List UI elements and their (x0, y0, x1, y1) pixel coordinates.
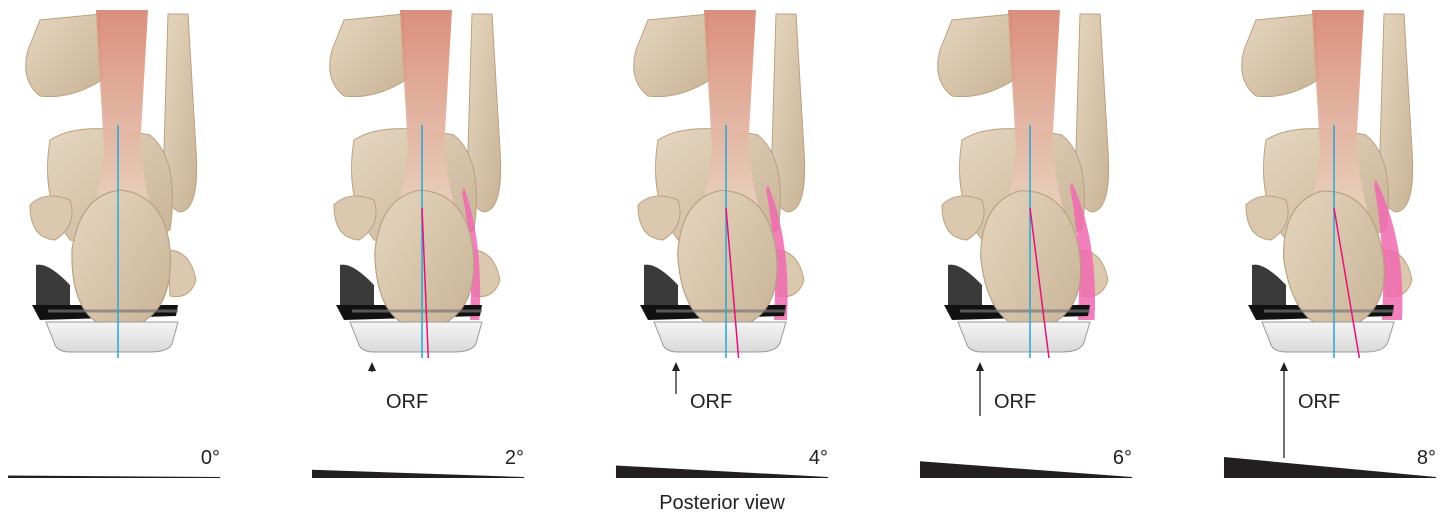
tarsal-bone (168, 250, 196, 297)
insole-wedge (1262, 322, 1394, 352)
orf-label: ORF (994, 391, 1036, 413)
tibia-bone (330, 14, 406, 97)
angle-label: 2° (505, 447, 524, 469)
insole-wedge (46, 322, 178, 352)
angle-label: 8° (1417, 447, 1436, 469)
orf-arrowhead (976, 362, 984, 371)
angle-label: 4° (809, 447, 828, 469)
wedge-shape (616, 466, 828, 479)
tibia-bone (938, 14, 1014, 97)
figure-caption: Posterior view (659, 492, 785, 514)
orf-arrowhead (368, 362, 376, 371)
angle-label: 6° (1113, 447, 1132, 469)
orf-arrowhead (1280, 362, 1288, 371)
wedge-shape (1224, 457, 1436, 478)
calcaneus-bone (72, 190, 170, 330)
calcaneus-group (72, 190, 170, 330)
insole-wedge (350, 322, 482, 352)
tibia-bone (1242, 14, 1318, 97)
angle-label: 0° (201, 447, 220, 469)
tibia-bone (634, 14, 710, 97)
orf-label: ORF (386, 391, 428, 413)
insole-wedge (958, 322, 1090, 352)
orf-label: ORF (690, 391, 732, 413)
tibia-bone (26, 14, 102, 97)
orf-arrowhead (672, 362, 680, 371)
heel-panel: ORF 8° (1224, 10, 1436, 478)
wedge-shape (312, 470, 524, 478)
orf-label: ORF (1298, 391, 1340, 413)
wedge-shape (920, 461, 1132, 478)
insole-wedge (654, 322, 786, 352)
wedge-shape (8, 476, 220, 479)
heel-panel: ORF 6° (920, 10, 1132, 478)
heel-panel: ORF 2° (312, 10, 524, 478)
heel-panel: ORF 4° (616, 10, 828, 478)
heel-panel: 0° (8, 10, 220, 478)
